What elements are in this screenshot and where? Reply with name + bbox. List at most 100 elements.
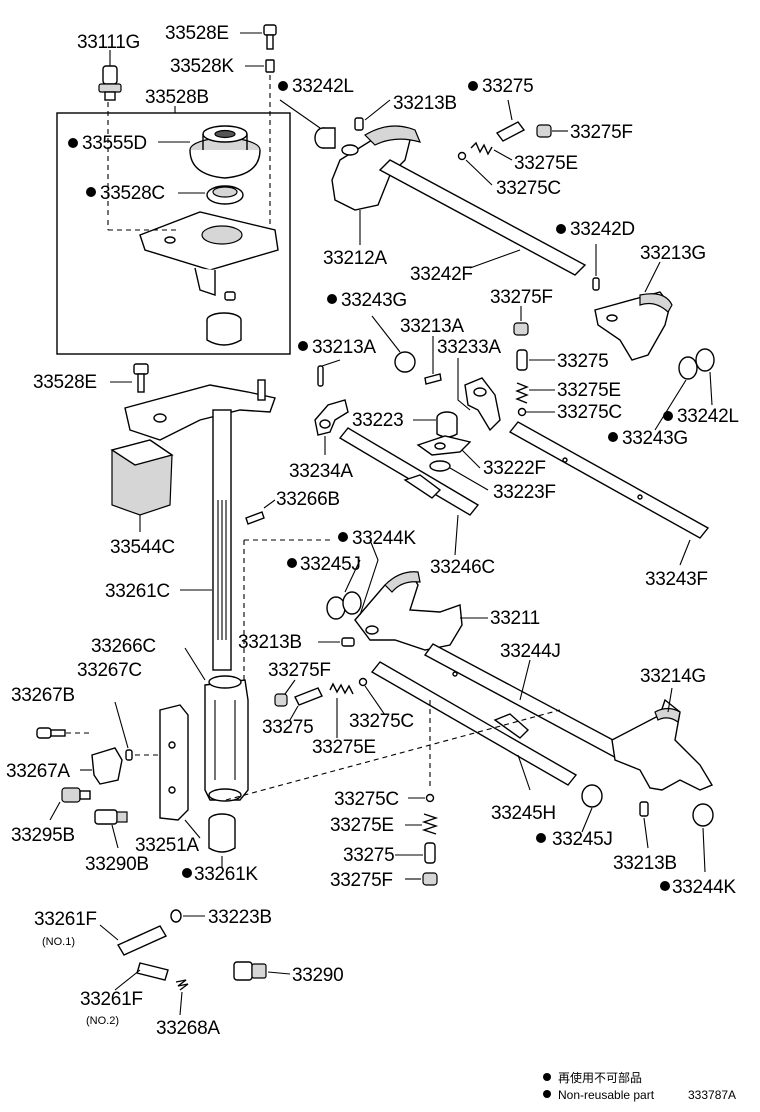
- spring-33275E-bot-drawing: [421, 813, 439, 835]
- fork-33234A-drawing: [314, 399, 349, 455]
- label-33275E-low: 33275E: [312, 737, 376, 758]
- bolt-33213B-bot-drawing: [639, 801, 649, 849]
- label-33246C: 33246C: [430, 557, 495, 578]
- label-33213A-b: 33213A: [312, 337, 376, 358]
- label-33245J-bot: 33245J: [552, 829, 613, 850]
- bolt-33267B-drawing: [36, 727, 90, 739]
- label-no1: (NO.1): [42, 936, 75, 948]
- label-33528E-mid: 33528E: [33, 372, 97, 393]
- washer-33223F-drawing: [429, 460, 489, 491]
- shaft-33243F-drawing: [508, 421, 710, 566]
- label-33528K: 33528K: [170, 56, 234, 77]
- label-33275-bot: 33275: [343, 845, 394, 866]
- label-33267A: 33267A: [6, 761, 70, 782]
- diagram-code: 333787A: [688, 1088, 736, 1102]
- inner-lever-33266C-drawing: [184, 647, 249, 802]
- label-33214G: 33214G: [640, 666, 706, 687]
- label-33261F-no1: 33261F: [34, 909, 97, 930]
- label-33295B: 33295B: [11, 825, 75, 846]
- label-33233A: 33233A: [437, 337, 501, 358]
- legend: 再使用不可部品 Non-reusable part 333787A: [558, 1070, 736, 1102]
- label-33244K-bot: 33244K: [672, 877, 736, 898]
- pin-33242D-drawing: [592, 244, 600, 291]
- part-33555D-drawing: [158, 125, 261, 179]
- bushing-33242L-top-drawing: [279, 99, 336, 149]
- shaft-33245H-drawing: [370, 661, 578, 791]
- bushing-33245J-bot-drawing: [581, 784, 603, 833]
- label-33222F: 33222F: [483, 458, 546, 479]
- switch-33290-drawing: [233, 961, 291, 981]
- ring-33223B-drawing: [170, 909, 205, 923]
- label-33275F-mid: 33275F: [490, 287, 553, 308]
- label-33528C: 33528C: [100, 183, 165, 204]
- label-33261F-no2: 33261F: [80, 989, 143, 1010]
- detent-33275-top-drawing: [495, 99, 526, 142]
- bushing-33223-drawing: [413, 411, 458, 438]
- bushing-33244K-bot-drawing: [692, 803, 714, 873]
- label-33211: 33211: [490, 608, 540, 629]
- small-pin-drawing: [224, 291, 236, 301]
- label-33290: 33290: [292, 965, 343, 986]
- label-33268A: 33268A: [156, 1018, 220, 1039]
- bushing-33245J-mid-drawing: [326, 559, 362, 620]
- label-33244K-mid: 33244K: [352, 528, 416, 549]
- plug-33275F-top-drawing: [536, 124, 568, 138]
- part-33111G-drawing: [98, 50, 122, 101]
- lever-33233A-drawing: [457, 358, 501, 432]
- label-33275C-bot: 33275C: [334, 789, 399, 810]
- label-33111G: 33111G: [77, 32, 140, 53]
- detent-33275-bot-drawing: [424, 842, 436, 864]
- plug-33275F-mid-drawing: [513, 306, 529, 336]
- part-33528K-drawing: [245, 59, 275, 73]
- detent-33275-low-drawing: [294, 687, 323, 706]
- label-33213B-bot: 33213B: [613, 853, 677, 874]
- detent-33275-mid-drawing: [516, 349, 528, 371]
- label-33555D: 33555D: [82, 133, 147, 154]
- shaft-33242F-drawing: [378, 159, 587, 276]
- bushing-33261K-drawing: [208, 813, 236, 868]
- label-33544C: 33544C: [110, 537, 175, 558]
- label-33275-top: 33275: [482, 76, 533, 97]
- shift-plate-drawing: [107, 102, 279, 296]
- label-33223F: 33223F: [493, 482, 556, 503]
- label-33223B: 33223B: [208, 907, 272, 928]
- spring-33275E-top-drawing: [470, 141, 513, 161]
- spring-33275E-low-drawing: [329, 682, 354, 695]
- legend-en-text: Non-reusable part: [558, 1088, 655, 1102]
- cover-33544C-drawing: [110, 439, 174, 532]
- label-33213G: 33213G: [640, 243, 706, 264]
- label-33242D: 33242D: [570, 219, 635, 240]
- plug-33275F-bot-drawing: [422, 872, 438, 886]
- switch-33295B-drawing: [49, 787, 91, 821]
- label-33261C: 33261C: [105, 581, 170, 602]
- label-33212A: 33212A: [323, 248, 387, 269]
- label-33275-mid: 33275: [557, 351, 608, 372]
- label-33275F-top: 33275F: [570, 122, 633, 143]
- label-33234A: 33234A: [289, 461, 353, 482]
- spring-33268A-drawing: [175, 979, 189, 1016]
- label-33213B-mid: 33213B: [238, 632, 302, 653]
- label-33223: 33223: [352, 410, 403, 431]
- label-33528B: 33528B: [145, 87, 209, 108]
- label-33275E-mid: 33275E: [557, 380, 621, 401]
- bushing-33242L-mid-drawing: [654, 348, 715, 431]
- label-33245H: 33245H: [491, 803, 556, 824]
- label-33266B: 33266B: [276, 489, 340, 510]
- bolt-33528E-mid-drawing: [110, 363, 149, 393]
- fork-33212A-drawing: [331, 125, 422, 245]
- part-labels: 33111G 33528E 33528K 33528B 33555D 33528…: [6, 23, 739, 1039]
- bracket-drawing: [124, 379, 276, 441]
- ball-33275C-mid-drawing: [517, 407, 527, 417]
- label-33243G: 33243G: [341, 290, 407, 311]
- plate-33267A-drawing: [80, 747, 123, 785]
- fork-33213G-drawing: [594, 261, 673, 361]
- ball-33275C-top-drawing: [457, 151, 467, 161]
- label-33267C: 33267C: [77, 660, 142, 681]
- non-reusable-markers: [68, 81, 673, 1098]
- pin-33267C-drawing: [125, 749, 133, 761]
- ball-33275C-low-drawing: [358, 677, 368, 687]
- label-33528E-top: 33528E: [165, 23, 229, 44]
- plate-33222F-drawing: [416, 435, 481, 469]
- label-33242L-mid: 33242L: [677, 406, 739, 427]
